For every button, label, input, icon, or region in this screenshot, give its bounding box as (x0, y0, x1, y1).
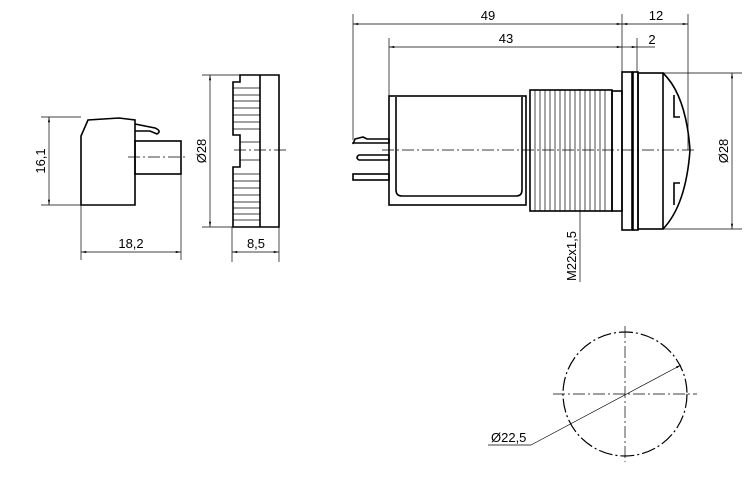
lamp-side-view: 49 12 43 2 Ø28 M22x1,5 (352, 8, 742, 282)
connector-length-label: 18,2 (118, 236, 143, 251)
flange-thickness-label: 2 (648, 32, 655, 47)
thread-label: M22x1,5 (564, 231, 579, 281)
connector-view: 16,1 18,2 (33, 116, 186, 260)
cutout-diameter-label: Ø22,5 (491, 430, 526, 445)
head-diameter-label: Ø28 (716, 139, 731, 164)
socket-view: Ø28 8,5 (194, 74, 288, 262)
body-length-label: 43 (499, 31, 513, 46)
connector-height-label: 16,1 (33, 148, 48, 173)
panel-cutout-view: Ø22,5 (488, 326, 697, 462)
socket-diameter-label: Ø28 (194, 139, 209, 164)
head-length-label: 12 (649, 8, 663, 23)
overall-length-label: 49 (481, 8, 495, 23)
socket-depth-label: 8,5 (247, 236, 265, 251)
